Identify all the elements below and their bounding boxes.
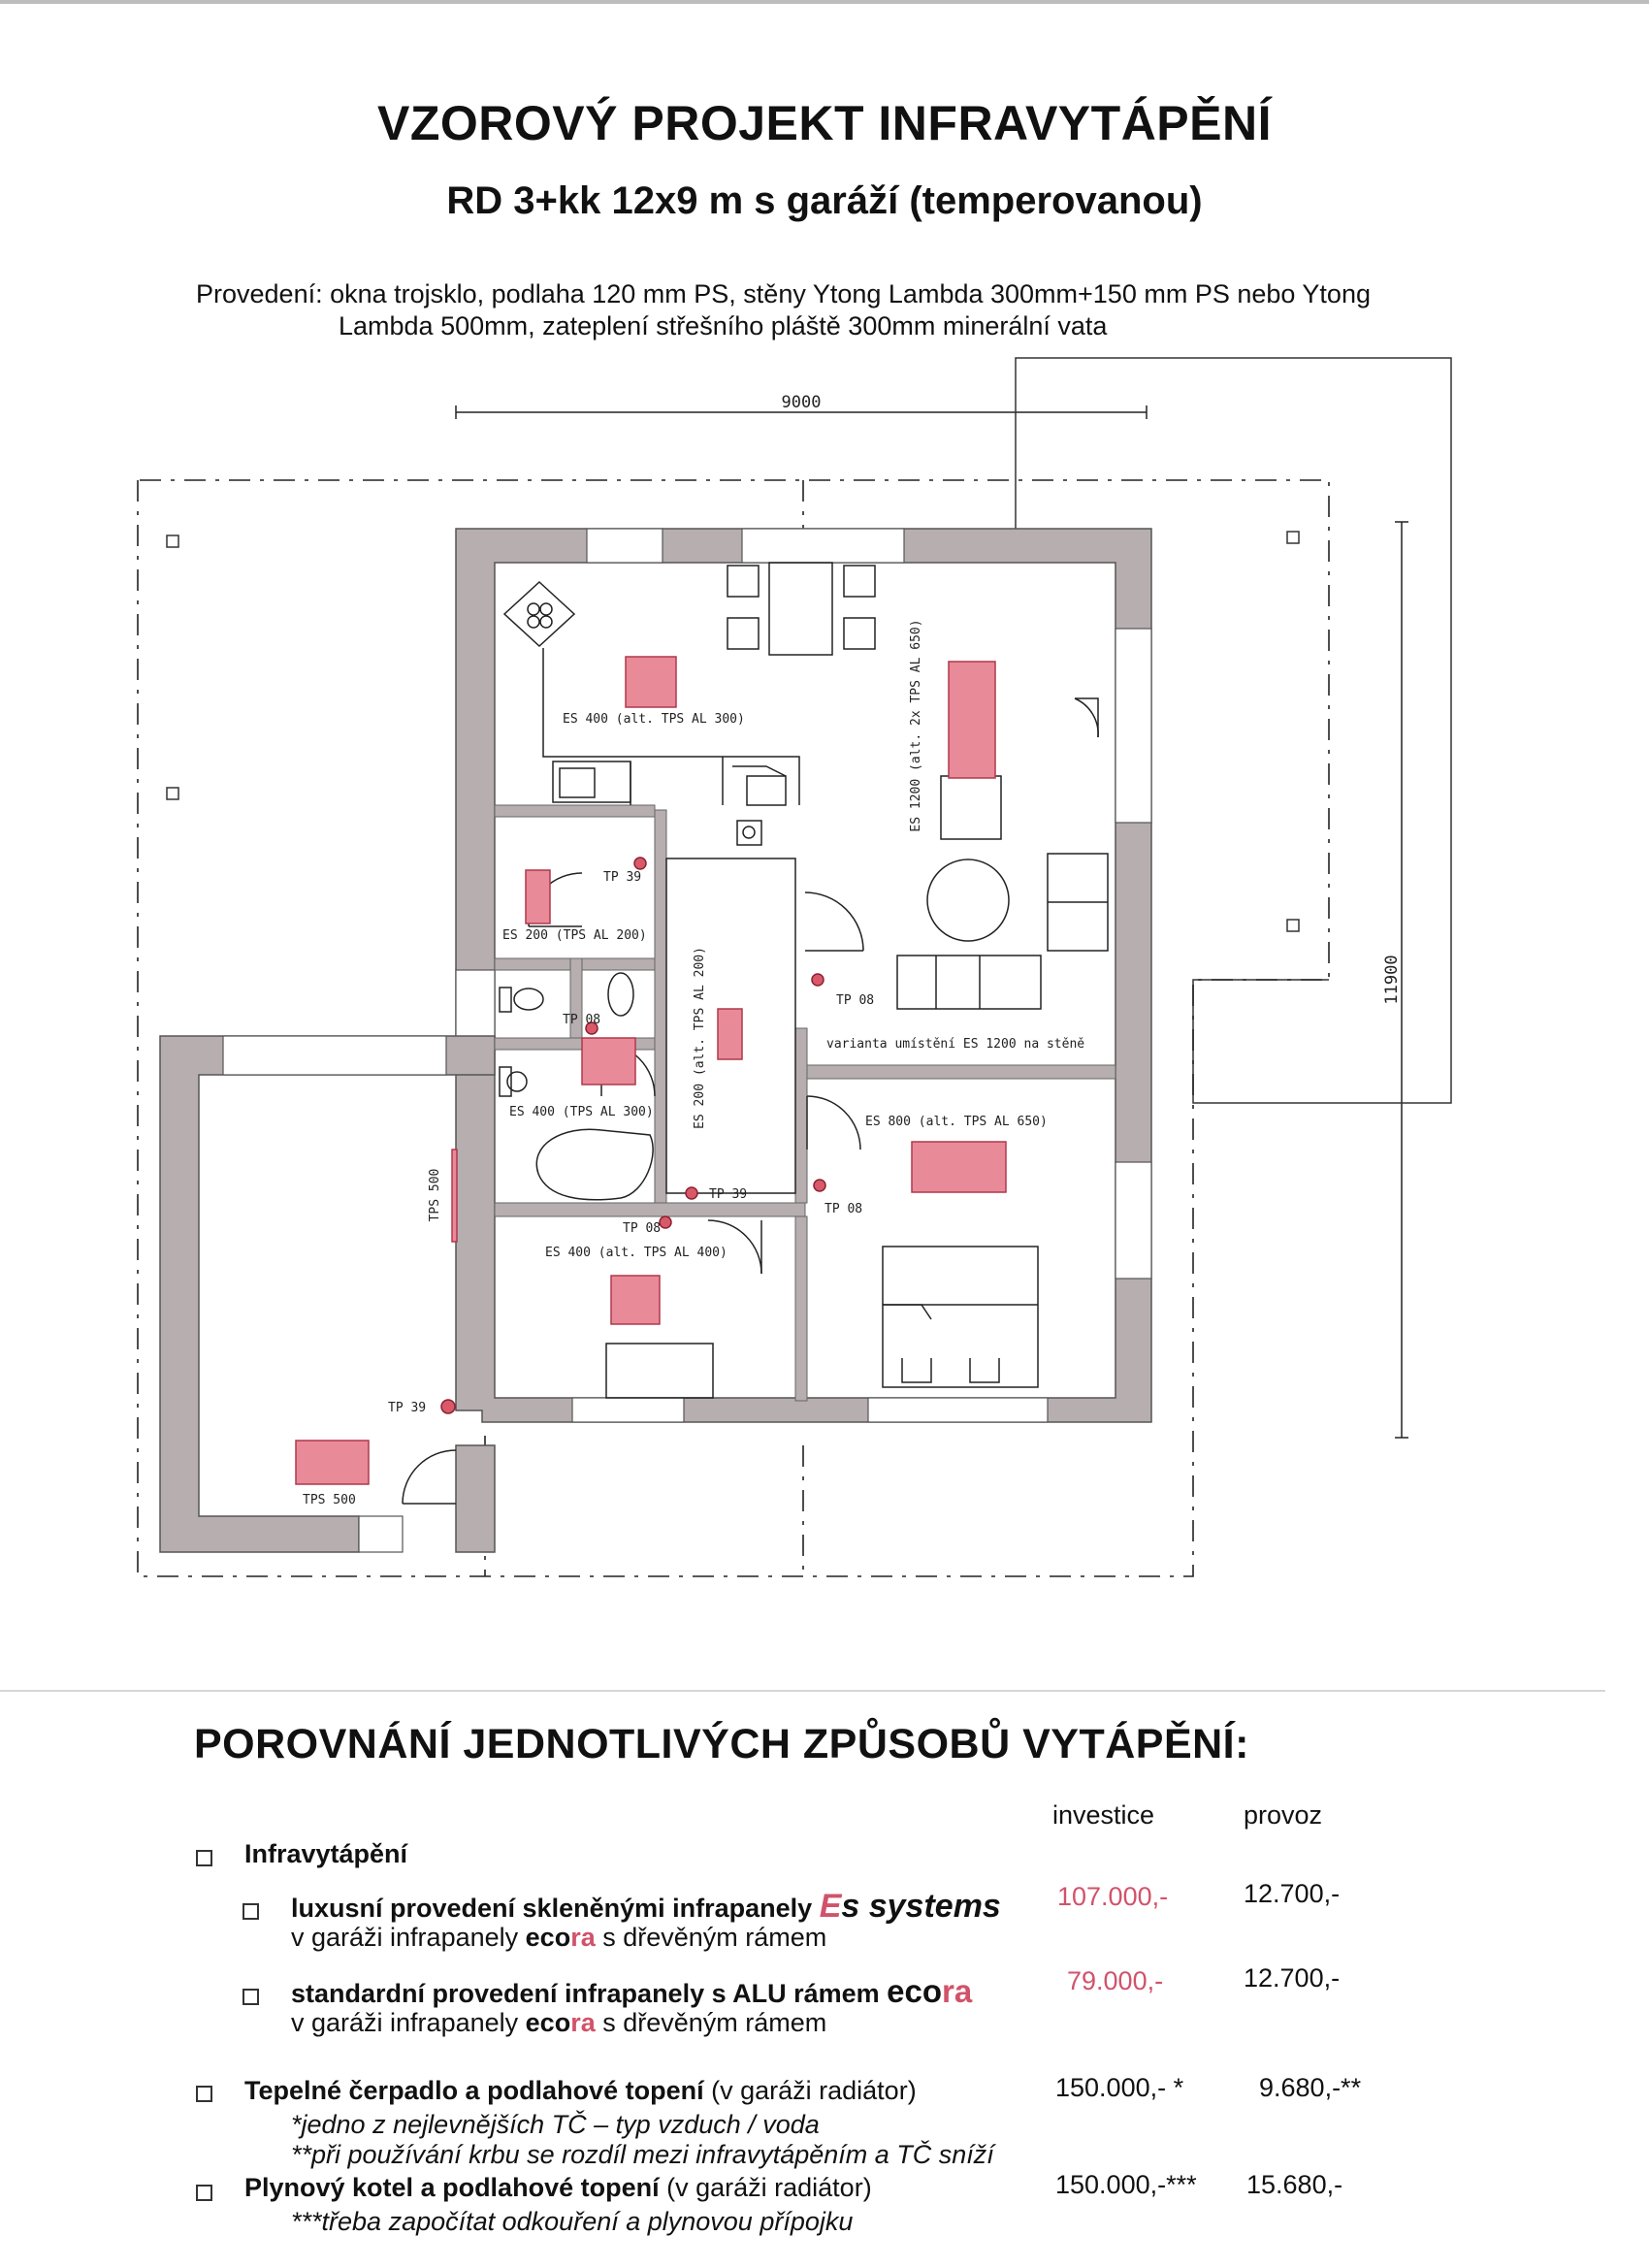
panel-living <box>948 661 996 779</box>
spec-line-2: Lambda 500mm, zateplení střešního pláště… <box>339 311 1108 340</box>
garage-note-1: v garáži infrapanely ecora s dřevěným rá… <box>291 1923 827 1952</box>
label-tp39-c: TP 39 <box>388 1401 426 1415</box>
panel-garage <box>295 1440 370 1485</box>
living-furniture <box>896 697 1109 1010</box>
hall-area <box>665 858 796 1194</box>
gas-row: Plynový kotel a podlahové topení (v gará… <box>244 2173 872 2203</box>
gas-note: ***třeba započítat odkouření a plynovou … <box>291 2207 854 2236</box>
panel-kitchen <box>625 656 677 708</box>
checkbox-heatpump[interactable] <box>196 2086 212 2102</box>
bedroom-furniture <box>882 1246 1039 1388</box>
heatpump-note-1: *jedno z nejlevnějších TČ – typ vzduch /… <box>291 2110 820 2139</box>
tp08-a <box>811 973 824 987</box>
column-operation: provoz <box>1244 1800 1323 1830</box>
garage-walls <box>159 1035 496 1553</box>
tp39-c <box>440 1399 456 1414</box>
heatpump-note-2: **při používání krbu se rozdíl mezi infr… <box>291 2140 994 2169</box>
label-bedroom-panel: ES 800 (alt. TPS AL 650) <box>865 1115 1048 1129</box>
label-bottom-room-panel: ES 400 (alt. TPS AL 400) <box>545 1246 728 1260</box>
lux-row: luxusní provedení skleněnými infrapanely… <box>291 1888 1001 1926</box>
group-infra-label: Infravytápění <box>244 1839 408 1868</box>
gas-label: Plynový kotel a podlahové topení <box>244 2173 660 2202</box>
dimension-width-label: 9000 <box>782 393 822 412</box>
panel-bottom-room <box>610 1275 661 1325</box>
heatpump-row: Tepelné čerpadlo a podlahové topení (v g… <box>244 2076 917 2106</box>
brand-ecora: ecora <box>887 1973 973 2009</box>
gas-suffix: (v garáži radiátor) <box>666 2173 872 2202</box>
heatpump-operation: 9.680,-** <box>1259 2073 1362 2102</box>
checkbox-infra[interactable] <box>196 1850 212 1866</box>
tp08-b <box>585 1021 598 1035</box>
gas-operation: 15.680,- <box>1246 2170 1343 2199</box>
label-tp08-a: TP 08 <box>836 993 874 1008</box>
dimension-width <box>455 405 1148 419</box>
label-variant-note: varianta umístění ES 1200 na stěně <box>826 1037 1084 1052</box>
label-small-room-panel: ES 200 (TPS AL 200) <box>502 928 647 943</box>
comparison-heading: POROVNÁNÍ JEDNOTLIVÝCH ZPŮSOBŮ VYTÁPĚNÍ: <box>194 1721 1249 1767</box>
dimension-height <box>1395 521 1408 1439</box>
windows <box>455 528 1152 1423</box>
label-bath-panel: ES 400 (TPS AL 300) <box>509 1105 654 1119</box>
scan-top-edge <box>0 0 1649 4</box>
std-invest: 79.000,- <box>1067 1966 1164 1995</box>
checkbox-gas[interactable] <box>196 2185 212 2201</box>
column-posts <box>166 531 1300 932</box>
column-investment: investice <box>1052 1800 1155 1830</box>
page-title: VZOROVÝ PROJEKT INFRAVYTÁPĚNÍ <box>376 96 1273 150</box>
panel-bedroom <box>911 1141 1007 1193</box>
label-kitchen-panel: ES 400 (alt. TPS AL 300) <box>563 712 745 727</box>
label-tp08-b: TP 08 <box>563 1013 600 1027</box>
checkbox-std[interactable] <box>242 1989 259 2005</box>
label-tp08-d: TP 08 <box>623 1221 661 1236</box>
lux-operation: 12.700,- <box>1244 1879 1341 1908</box>
spec-line-1: Provedení: okna trojsklo, podlaha 120 mm… <box>196 279 1371 308</box>
brand-ecora: ecora <box>525 1923 596 1952</box>
dimension-height-label: 11900 <box>1382 955 1402 1004</box>
checkbox-lux[interactable] <box>242 1903 259 1920</box>
gas-invest: 150.000,-*** <box>1055 2170 1197 2199</box>
tp39-b <box>685 1186 698 1200</box>
infra-panels <box>295 656 1007 1485</box>
panel-small-room <box>525 869 551 924</box>
overhang-outline <box>137 479 1330 1577</box>
label-hall-panel: ES 200 (alt. TPS AL 200) <box>693 947 707 1129</box>
panel-hall <box>717 1008 743 1060</box>
std-row: standardní provedení infrapanely s ALU r… <box>291 1973 972 2010</box>
std-label: standardní provedení infrapanely s ALU r… <box>291 1979 880 2008</box>
tp39-a <box>633 857 647 870</box>
garage-note-2: v garáži infrapanely ecora s dřevěným rá… <box>291 2008 827 2037</box>
tp08-c <box>813 1179 826 1192</box>
lux-label: luxusní provedení skleněnými infrapanely <box>291 1894 813 1923</box>
label-tp39-b: TP 39 <box>709 1187 747 1202</box>
brand-es-systems: Es systems <box>819 1888 1001 1925</box>
heatpump-suffix: (v garáži radiátor) <box>711 2076 917 2105</box>
label-garage-wall-panel: TPS 500 <box>428 1169 442 1222</box>
house-walls <box>455 528 1152 1423</box>
label-tp08-c: TP 08 <box>824 1202 862 1216</box>
label-living-panel: ES 1200 (alt. 2x TPS AL 650) <box>909 619 923 831</box>
section-separator <box>0 1690 1605 1692</box>
label-garage-panel: TPS 500 <box>303 1493 356 1507</box>
std-operation: 12.700,- <box>1244 1963 1341 1993</box>
bottom-room-cabinet <box>605 1343 714 1399</box>
heatpump-label: Tepelné čerpadlo a podlahové topení <box>244 2076 704 2105</box>
heatpump-invest: 150.000,- * <box>1055 2073 1184 2102</box>
brand-ecora: ecora <box>525 2008 596 2037</box>
thermostats <box>440 857 826 1414</box>
tp08-d <box>659 1215 672 1229</box>
panel-bath <box>581 1037 636 1085</box>
panel-garage-wall <box>451 1149 458 1243</box>
label-tp39-a: TP 39 <box>603 870 641 885</box>
interior-walls <box>494 804 1116 1402</box>
roof-outline <box>1015 357 1452 1104</box>
bath-fixtures <box>499 972 654 1201</box>
kitchen-fixtures <box>502 562 876 846</box>
page-subtitle: RD 3+kk 12x9 m s garáží (temperovanou) <box>446 179 1203 222</box>
floor-plan: 9000 11900 <box>137 357 1452 1577</box>
lux-invest: 107.000,- <box>1057 1882 1169 1911</box>
